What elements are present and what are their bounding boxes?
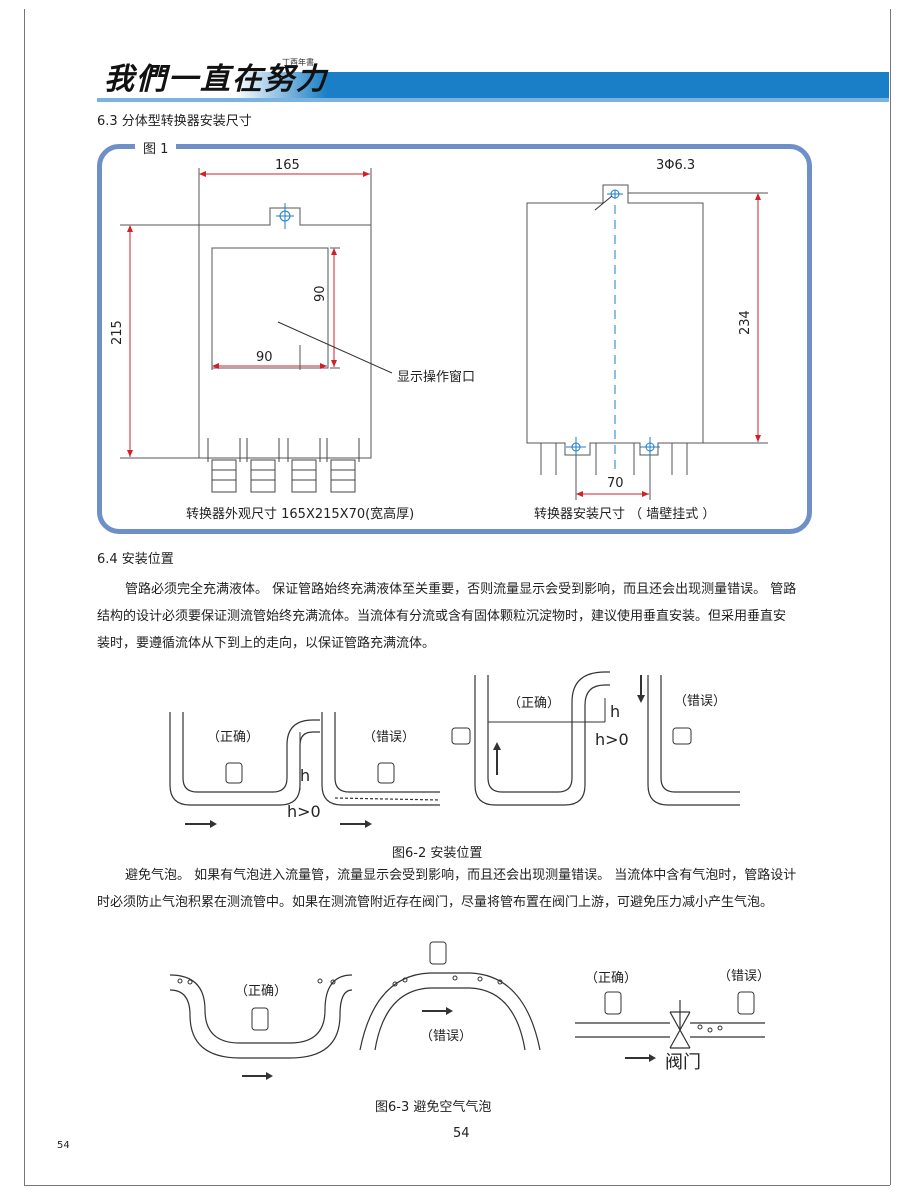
- figure3-drawing: [169, 941, 765, 1080]
- fig2-h-gt0-1: h>0: [287, 802, 321, 821]
- page-number: 54: [453, 1126, 470, 1141]
- paragraph-line: 避免气泡。 如果有气泡进入流量管，流量显示会受到影响，而且还会出现测量错误。 当…: [125, 868, 797, 883]
- fig3-correct-2: （正确）: [585, 971, 638, 986]
- section-64-title: 6.4 安装位置: [97, 552, 174, 567]
- window-label: 显示操作窗口: [397, 370, 476, 385]
- bubble-icons: [177, 975, 723, 1033]
- hole-label: 3Φ6.3: [656, 158, 696, 173]
- page-frame-bottom: [24, 1185, 890, 1186]
- dim-height-215: 215: [110, 320, 125, 345]
- paragraph-line: 装时，要遵循流体从下到上的走向，以保证管路充满流体。: [97, 636, 436, 651]
- left-dimension-lines: [120, 168, 372, 459]
- fig2-correct-2: （正确）: [508, 696, 561, 711]
- paragraph-line: 管路必须完全充满液体。 保证管路始终充满液体至关重要，否则流量显示会受到影响，而…: [125, 582, 797, 597]
- header-logo: 我們一直在努力: [104, 62, 328, 97]
- dim-height-234: 234: [738, 310, 753, 335]
- paragraph-line: 结构的设计必须要保证测流管始终充满流体。当流体有分流或含有固体颗粒沉淀物时，建议…: [97, 609, 787, 624]
- section-title: 6.3 分体型转换器安装尺寸: [97, 114, 252, 129]
- figure2-dims: [299, 698, 606, 790]
- dim-window-height-90: 90: [313, 285, 328, 302]
- bubble-paragraph: 避免气泡。 如果有气泡进入流量管，流量显示会受到影响，而且还会出现测量错误。 当…: [97, 862, 837, 916]
- fig2-h-2: h: [610, 702, 621, 721]
- section-64-paragraph: 管路必须完全充满液体。 保证管路始终充满液体至关重要，否则流量显示会受到影响，而…: [97, 576, 837, 657]
- fig3-correct-1: （正确）: [235, 984, 288, 999]
- fig2-wrong-1: （错误）: [363, 730, 416, 745]
- fig3-meter-icons: [251, 941, 755, 1031]
- meter-icons: [225, 727, 692, 784]
- fig3-wrong-2: （错误）: [718, 969, 771, 984]
- mount-hole-icon: [276, 203, 294, 229]
- dim-width-165: 165: [275, 158, 300, 173]
- figure2-caption: 图6-2 安装位置: [392, 846, 483, 861]
- flow-arrows: [185, 675, 645, 828]
- figure2-drawing: [169, 671, 740, 828]
- right-legs: [540, 192, 768, 500]
- header-stripe: [97, 98, 889, 102]
- right-caption: 转换器安装尺寸 （ 墙壁挂式 ）: [534, 507, 716, 522]
- cable-glands: [207, 438, 360, 493]
- window-leader-line: [277, 321, 393, 374]
- paragraph-line: 时必须防止气泡积累在测流管中。如果在测流管附近存在阀门，尽量将管布置在阀门上游，…: [97, 895, 774, 910]
- fig2-correct-1: （正确）: [207, 730, 260, 745]
- fig2-h-1: h: [300, 766, 311, 785]
- page-number-corner: 54: [57, 1140, 70, 1151]
- figure1-drawing: [120, 168, 768, 500]
- right-dimension-lines: [576, 193, 761, 497]
- dim-bottom-70: 70: [607, 476, 624, 491]
- figure1-frame: [97, 144, 812, 534]
- figure1-label: 图 1: [135, 138, 177, 157]
- header-band: [97, 72, 889, 98]
- fig3-flow-arrows: [242, 1007, 656, 1080]
- fig2-h-gt0-2: h>0: [595, 730, 629, 749]
- fig3-wrong-1: （错误）: [420, 1029, 473, 1044]
- fig3-valve-label: 阀门: [665, 1052, 701, 1073]
- page-frame: [24, 9, 891, 1185]
- left-caption: 转换器外观尺寸 165X215X70(宽高厚): [186, 507, 415, 522]
- hole-icons: [566, 189, 660, 457]
- converter-outline: [198, 207, 372, 459]
- dim-window-width-90: 90: [256, 350, 273, 365]
- header-seal: 丁酉年書: [282, 58, 314, 67]
- fig2-wrong-2: （错误）: [674, 694, 727, 709]
- figure3-caption: 图6-3 避免空气气泡: [375, 1100, 492, 1115]
- converter-back-outline: [526, 184, 704, 456]
